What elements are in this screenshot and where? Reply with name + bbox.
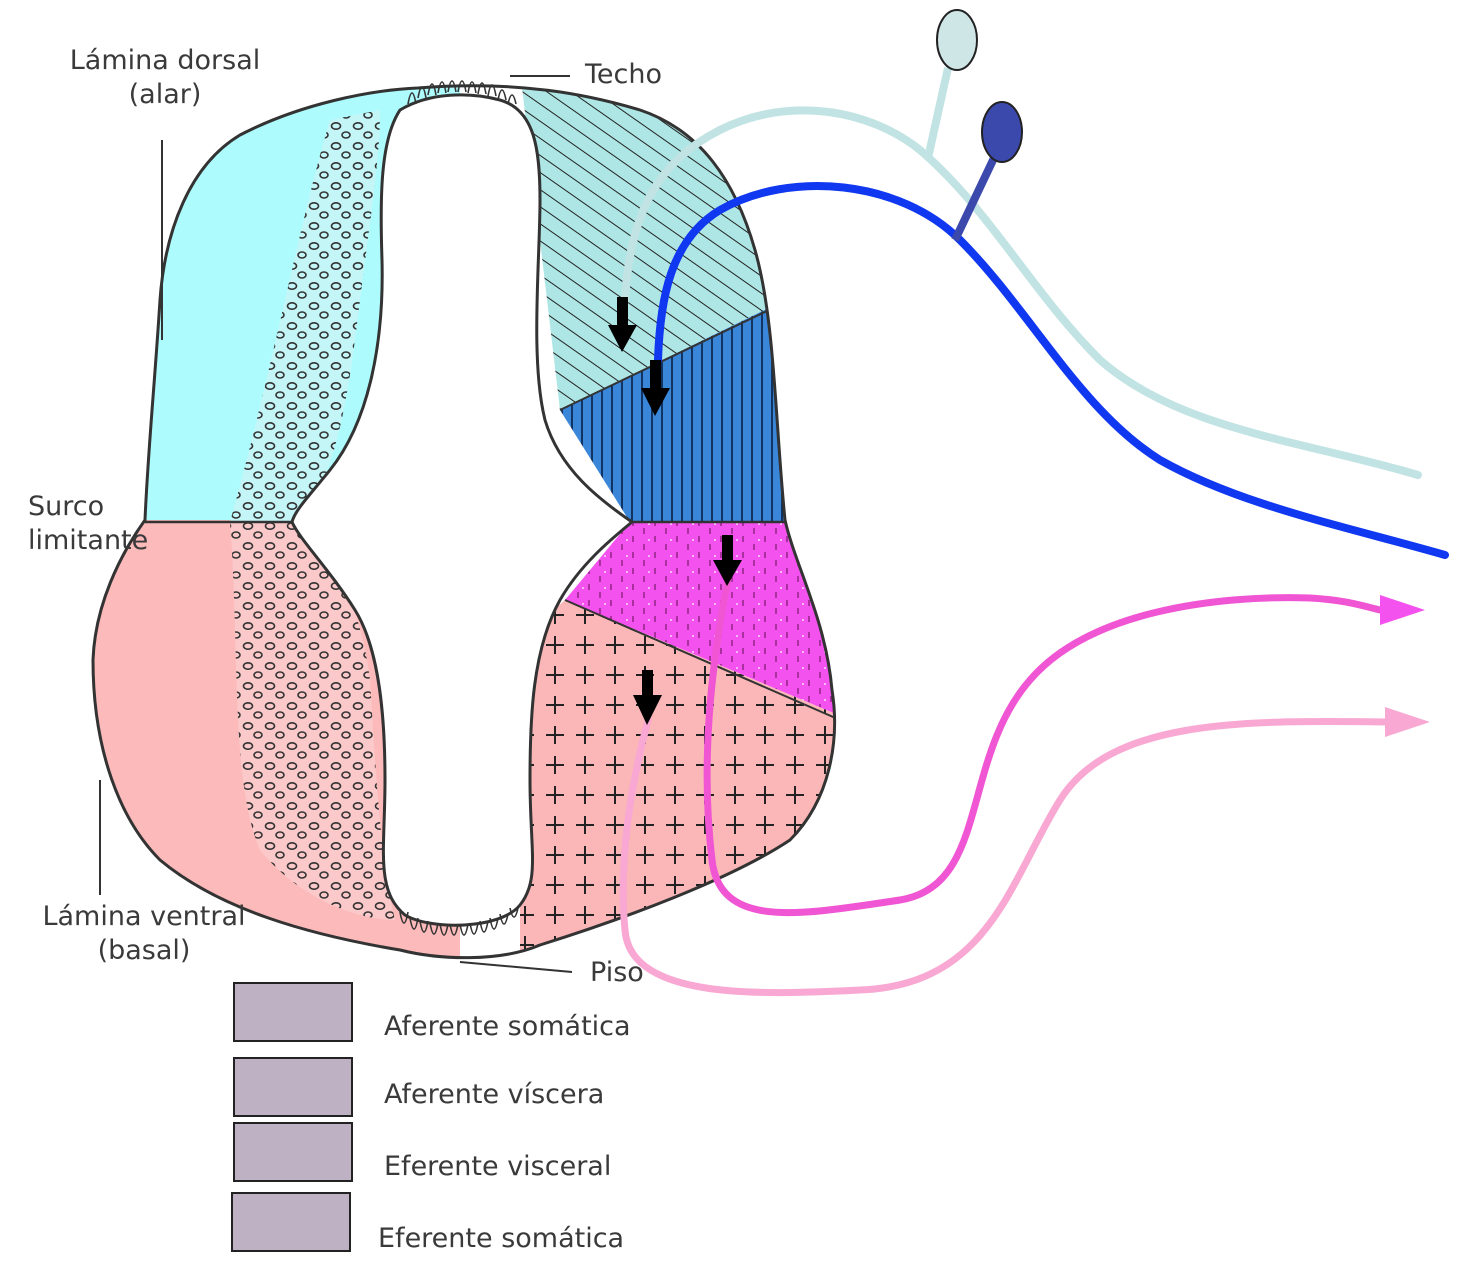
legend-label-eferente-somatica: Eferente somática [378,1222,624,1256]
label-lamina-dorsal-line2: (alar) [40,78,290,112]
label-techo: Techo [585,58,662,92]
label-lamina-dorsal-line1: Lámina dorsal [40,44,290,78]
legend-label-eferente-visceral: Eferente visceral [384,1150,611,1184]
somatic-afferent-ganglion-stalk [928,68,948,158]
legend-label-aferente-visceral: Aferente víscera [384,1078,604,1112]
somatic-afferent-ganglion-cell [937,10,977,70]
label-surco-line2: limitante [28,524,148,558]
visceral-efferent-arrowhead [1380,595,1425,625]
legend-swatch-aferente-visceral [233,1057,353,1117]
label-surco-line1: Surco [28,490,148,524]
label-lamina-ventral-line2: (basal) [14,934,274,968]
visceral-afferent-ganglion-cell [982,102,1022,162]
legend-label-aferente-somatica: Aferente somática [384,1010,631,1044]
label-surco-limitante: Surco limitante [28,490,148,558]
piso-leader [460,962,572,972]
legend-swatch-eferente-visceral [233,1122,353,1182]
label-lamina-ventral-line1: Lámina ventral [14,900,274,934]
legend-swatch-eferente-somatica [231,1192,351,1252]
label-lamina-dorsal: Lámina dorsal (alar) [40,44,290,112]
legend-swatch-aferente-somatica [233,982,353,1042]
label-lamina-ventral: Lámina ventral (basal) [14,900,274,968]
somatic-efferent-arrowhead [1385,707,1430,737]
label-piso: Piso [590,956,644,990]
